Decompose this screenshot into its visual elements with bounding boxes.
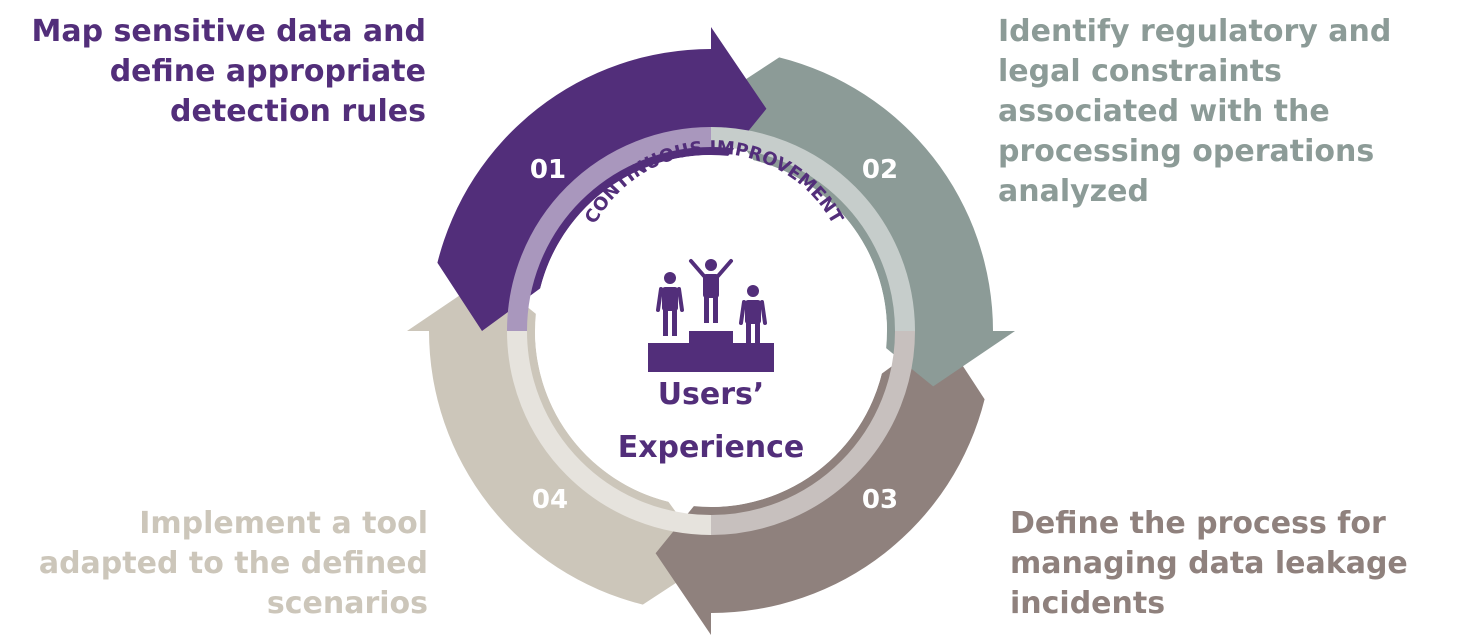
right-figure-arm-left <box>739 300 746 325</box>
step-04-description: Implement a tool adapted to the defined … <box>38 506 428 621</box>
step-01-description: Map sensitive data and define appropriat… <box>31 14 426 129</box>
winner-figure-torso <box>703 274 719 298</box>
left-figure-leg-left <box>663 308 668 336</box>
winner-figure-arm-left <box>689 259 706 278</box>
inner-ring-arc-01 <box>507 127 712 332</box>
left-figure-arm-right <box>677 287 684 312</box>
winner-figure-arm-right <box>716 259 733 278</box>
inner-ring-arc-03 <box>710 330 915 535</box>
step-03-number: 03 <box>862 485 898 515</box>
right-figure-leg-left <box>746 321 751 349</box>
winner-figure-leg-right <box>713 295 718 323</box>
center-title-line1: Users’ <box>658 377 765 412</box>
inner-ring <box>507 127 915 535</box>
step-04-number: 04 <box>532 485 568 515</box>
step-02-description: Identify regulatory and legal constraint… <box>998 14 1392 209</box>
podium-base <box>648 343 774 372</box>
center-title-line2: Experience <box>618 430 805 465</box>
right-figure-torso <box>745 300 761 324</box>
left-figure-arm-left <box>656 287 663 312</box>
right-figure-head <box>747 285 759 297</box>
right-figure-leg-right <box>755 321 760 349</box>
podium-people-icon <box>648 259 774 372</box>
step-03-description: Define the process for managing data lea… <box>1010 506 1408 621</box>
step-01-number: 01 <box>530 155 566 185</box>
right-figure-arm-right <box>760 300 767 325</box>
inner-ring-arc-04 <box>507 330 712 535</box>
podium-top-step <box>689 331 733 345</box>
left-figure-head <box>664 272 676 284</box>
step-02-number: 02 <box>862 155 898 185</box>
inner-ring-arc-02 <box>710 127 915 332</box>
winner-figure-head <box>705 259 717 271</box>
left-figure-leg-right <box>672 308 677 336</box>
left-figure-torso <box>662 287 678 311</box>
winner-figure-leg-left <box>704 295 709 323</box>
